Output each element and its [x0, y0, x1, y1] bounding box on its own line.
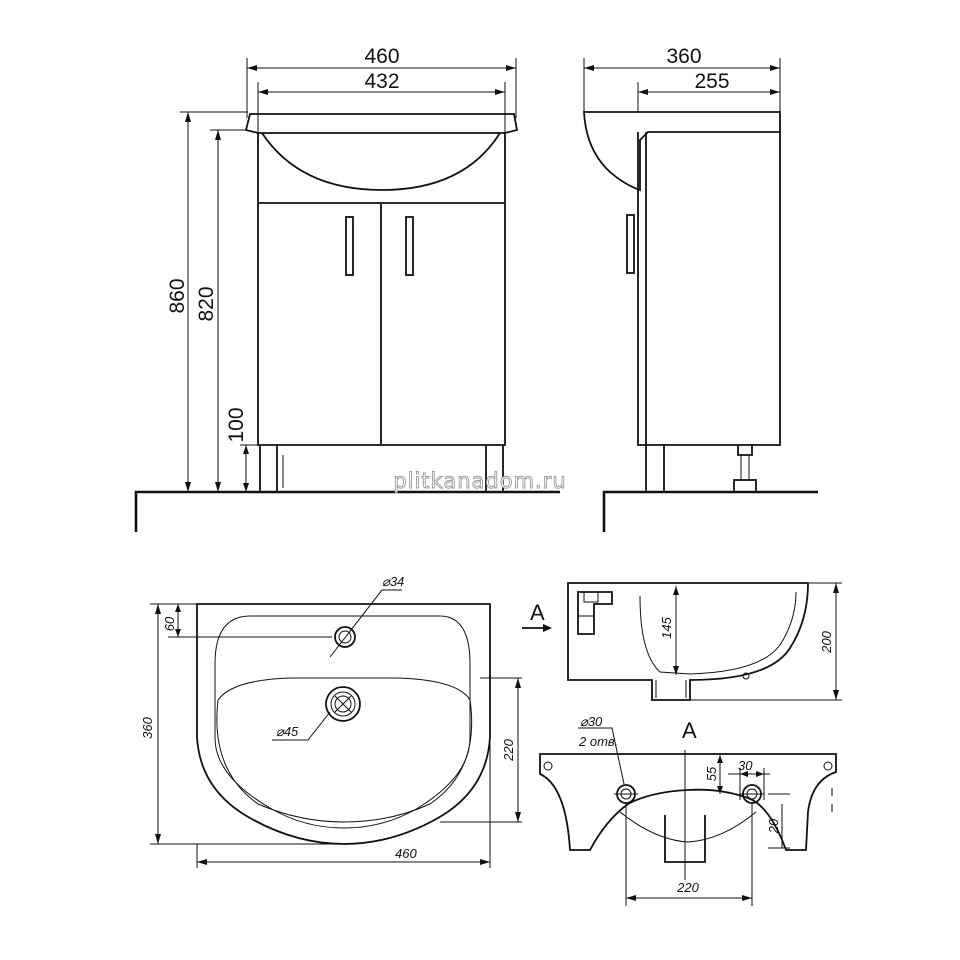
top-depth: 360 — [140, 716, 155, 738]
hole-offset-h: 30 — [738, 758, 753, 773]
hole-offset-v: 55 — [704, 766, 719, 781]
section-height: 200 — [819, 630, 834, 653]
front-width-inner: 432 — [364, 70, 399, 93]
top-width: 460 — [395, 846, 417, 861]
side-view: 360 255 — [583, 45, 818, 532]
side-depth-total: 360 — [666, 45, 701, 68]
back-view-title: A — [682, 718, 697, 743]
section-view: A 145 200 — [522, 582, 842, 701]
bowl-depth: 220 — [501, 738, 516, 761]
tap-hole-dia: ⌀34 — [382, 574, 404, 589]
back-view: A ⌀30 2 отв. — [539, 714, 837, 906]
hole-count: 2 отв. — [578, 734, 618, 749]
front-leg-height: 100 — [225, 407, 248, 442]
section-arrow-label: A — [530, 600, 545, 625]
drain-height: 145 — [659, 616, 674, 638]
hole-dia: ⌀30 — [580, 714, 603, 729]
front-width-total: 460 — [364, 45, 399, 68]
side-depth-cabinet: 255 — [694, 70, 729, 93]
front-height-to-basin: 820 — [195, 286, 218, 321]
top-view: ⌀34 60 ⌀45 360 220 460 — [140, 574, 522, 868]
watermark: plitkanadom.ru — [393, 469, 566, 493]
front-view: 460 432 860 820 100 — [134, 45, 560, 532]
width-between: 220 — [676, 880, 699, 895]
drain-dia: ⌀45 — [276, 724, 299, 739]
tap-offset: 60 — [162, 616, 177, 631]
rim-offset: 20 — [766, 818, 781, 834]
front-height-total: 860 — [166, 278, 189, 313]
